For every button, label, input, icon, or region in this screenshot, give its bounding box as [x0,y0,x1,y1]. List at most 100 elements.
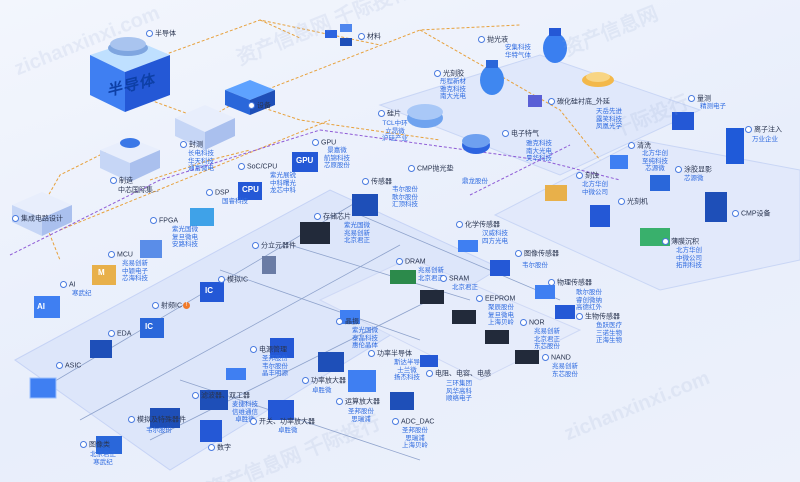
dot-icon [56,362,63,369]
dot-icon [408,165,415,172]
design-companies: 歌尔股份睿创微纳高德红外 [576,289,602,311]
design-companies: 卓胜微 [312,387,332,394]
design-label: 集成电路设计 [12,215,63,223]
design-item: GPU [312,139,336,147]
dot-icon [628,142,635,149]
warning-icon: ! [183,302,190,309]
design-item: 滤波器、双工器 [192,392,250,400]
design-item: 图像传感器 [515,250,559,258]
design-companies: 紫光国微泰晶科技惠伦晶体 [352,327,378,349]
design-item: 图像类 [80,441,110,449]
dot-icon [208,444,215,451]
material-label: 材料 [358,33,381,41]
equipment-item: 光刻机 [618,198,648,206]
material-companies: 天岳先进露笑科技凤凰光学 [596,108,622,130]
design-companies: 兆易创新中颖电子芯海科技 [122,260,148,282]
design-item: DRAM [396,258,426,266]
hub-label: 半导体 [146,30,176,38]
design-companies: 北京君正寒武纪 [90,451,116,466]
dot-icon [476,295,483,302]
design-item: ADC_DAC [392,418,434,426]
equipment-item: 刻蚀 [576,172,599,180]
dot-icon [548,279,555,286]
equipment-item: CMP设备 [732,210,771,218]
design-companies: 三环集团风华高科顺络电子 [446,380,472,402]
design-item: 分立元器件 [252,242,296,250]
dot-icon [108,330,115,337]
design-item: 功率半导体 [368,350,412,358]
dot-icon [60,281,67,288]
design-item: 数字 [208,444,231,452]
design-item: 电源管理 [250,346,287,354]
dot-icon [662,238,669,245]
dot-icon [618,198,625,205]
design-item: NOR [520,319,545,327]
dot-icon [146,30,153,37]
dot-icon [392,418,399,425]
dot-icon [576,313,583,320]
dot-icon [502,130,509,137]
packaging-label: 封测 [180,141,203,149]
design-companies: 圣邦股份思瑞浦上海贝岭 [402,427,428,449]
design-item: FPGA [150,217,178,225]
dot-icon [362,178,369,185]
equipment-icons [545,112,744,246]
dot-icon [248,102,255,109]
dot-icon [12,215,19,222]
material-item: CMP抛光垫 [408,165,454,173]
manufacturing-companies: 中芯国际集... [118,187,159,194]
dot-icon [358,33,365,40]
dot-icon [80,441,87,448]
design-companies: 圣邦股份韦尔股份晶丰明源 [262,355,288,377]
equipment-block [225,80,275,115]
material-companies: TCL中环立昂微沪硅产业 [382,120,408,142]
material-companies: 雅克科技南大光电昊华科技 [526,140,552,162]
design-companies: 景嘉微航锦科技芯原股份 [324,147,350,169]
design-item: DSP [206,189,229,197]
equipment-companies: 万业企业 [752,136,778,143]
design-item: SoC/CPU [238,163,277,171]
equipment-companies: 北方华创中微公司 [582,181,608,196]
dot-icon [520,319,527,326]
design-item: SRAM [440,275,469,283]
hub-block [90,37,170,112]
equipment-companies: 北方华创中微公司拓荆科技 [676,247,702,269]
dot-icon [128,416,135,423]
design-companies: 国睿科技 [222,198,248,205]
dot-icon [478,36,485,43]
equipment-label: 设备 [248,102,271,110]
dot-icon [732,210,739,217]
design-companies: 汉威科技四方光电 [482,230,508,245]
ai-chip-tag: AI [37,302,45,311]
material-icons [407,28,614,154]
dot-icon [396,258,403,265]
orange-connectors [39,19,601,261]
design-item: 电阻、电容、电感 [426,370,491,378]
manufacturing-label: 制造 [110,177,133,185]
material-companies: 安集科技华特气体 [505,44,531,59]
dot-icon [440,275,447,282]
equipment-companies: 芯源微 [684,175,704,182]
design-companies: 聚辰股份复旦微电上海贝岭 [488,304,514,326]
design-companies: 紫光国微兆易创新北京君正 [344,222,370,244]
dot-icon [150,217,157,224]
dot-icon [110,177,117,184]
sub-platform [318,257,582,381]
purple-connectors [9,129,621,256]
design-item: NAND [542,354,571,362]
dot-icon [548,98,555,105]
dot-icon [688,95,695,102]
dot-icon [238,163,245,170]
equipment-platform [493,139,800,291]
dot-icon [250,346,257,353]
material-item: 抛光液 [478,36,508,44]
equipment-item: 量测 [688,95,711,103]
design-item: 模拟IC [218,276,248,284]
material-companies: 彤程新材雅克科技南大光电 [440,78,466,100]
equipment-companies: 精测电子 [700,103,726,110]
dot-icon [152,302,159,309]
dot-icon [378,110,385,117]
design-item: 传感器 [362,178,392,186]
